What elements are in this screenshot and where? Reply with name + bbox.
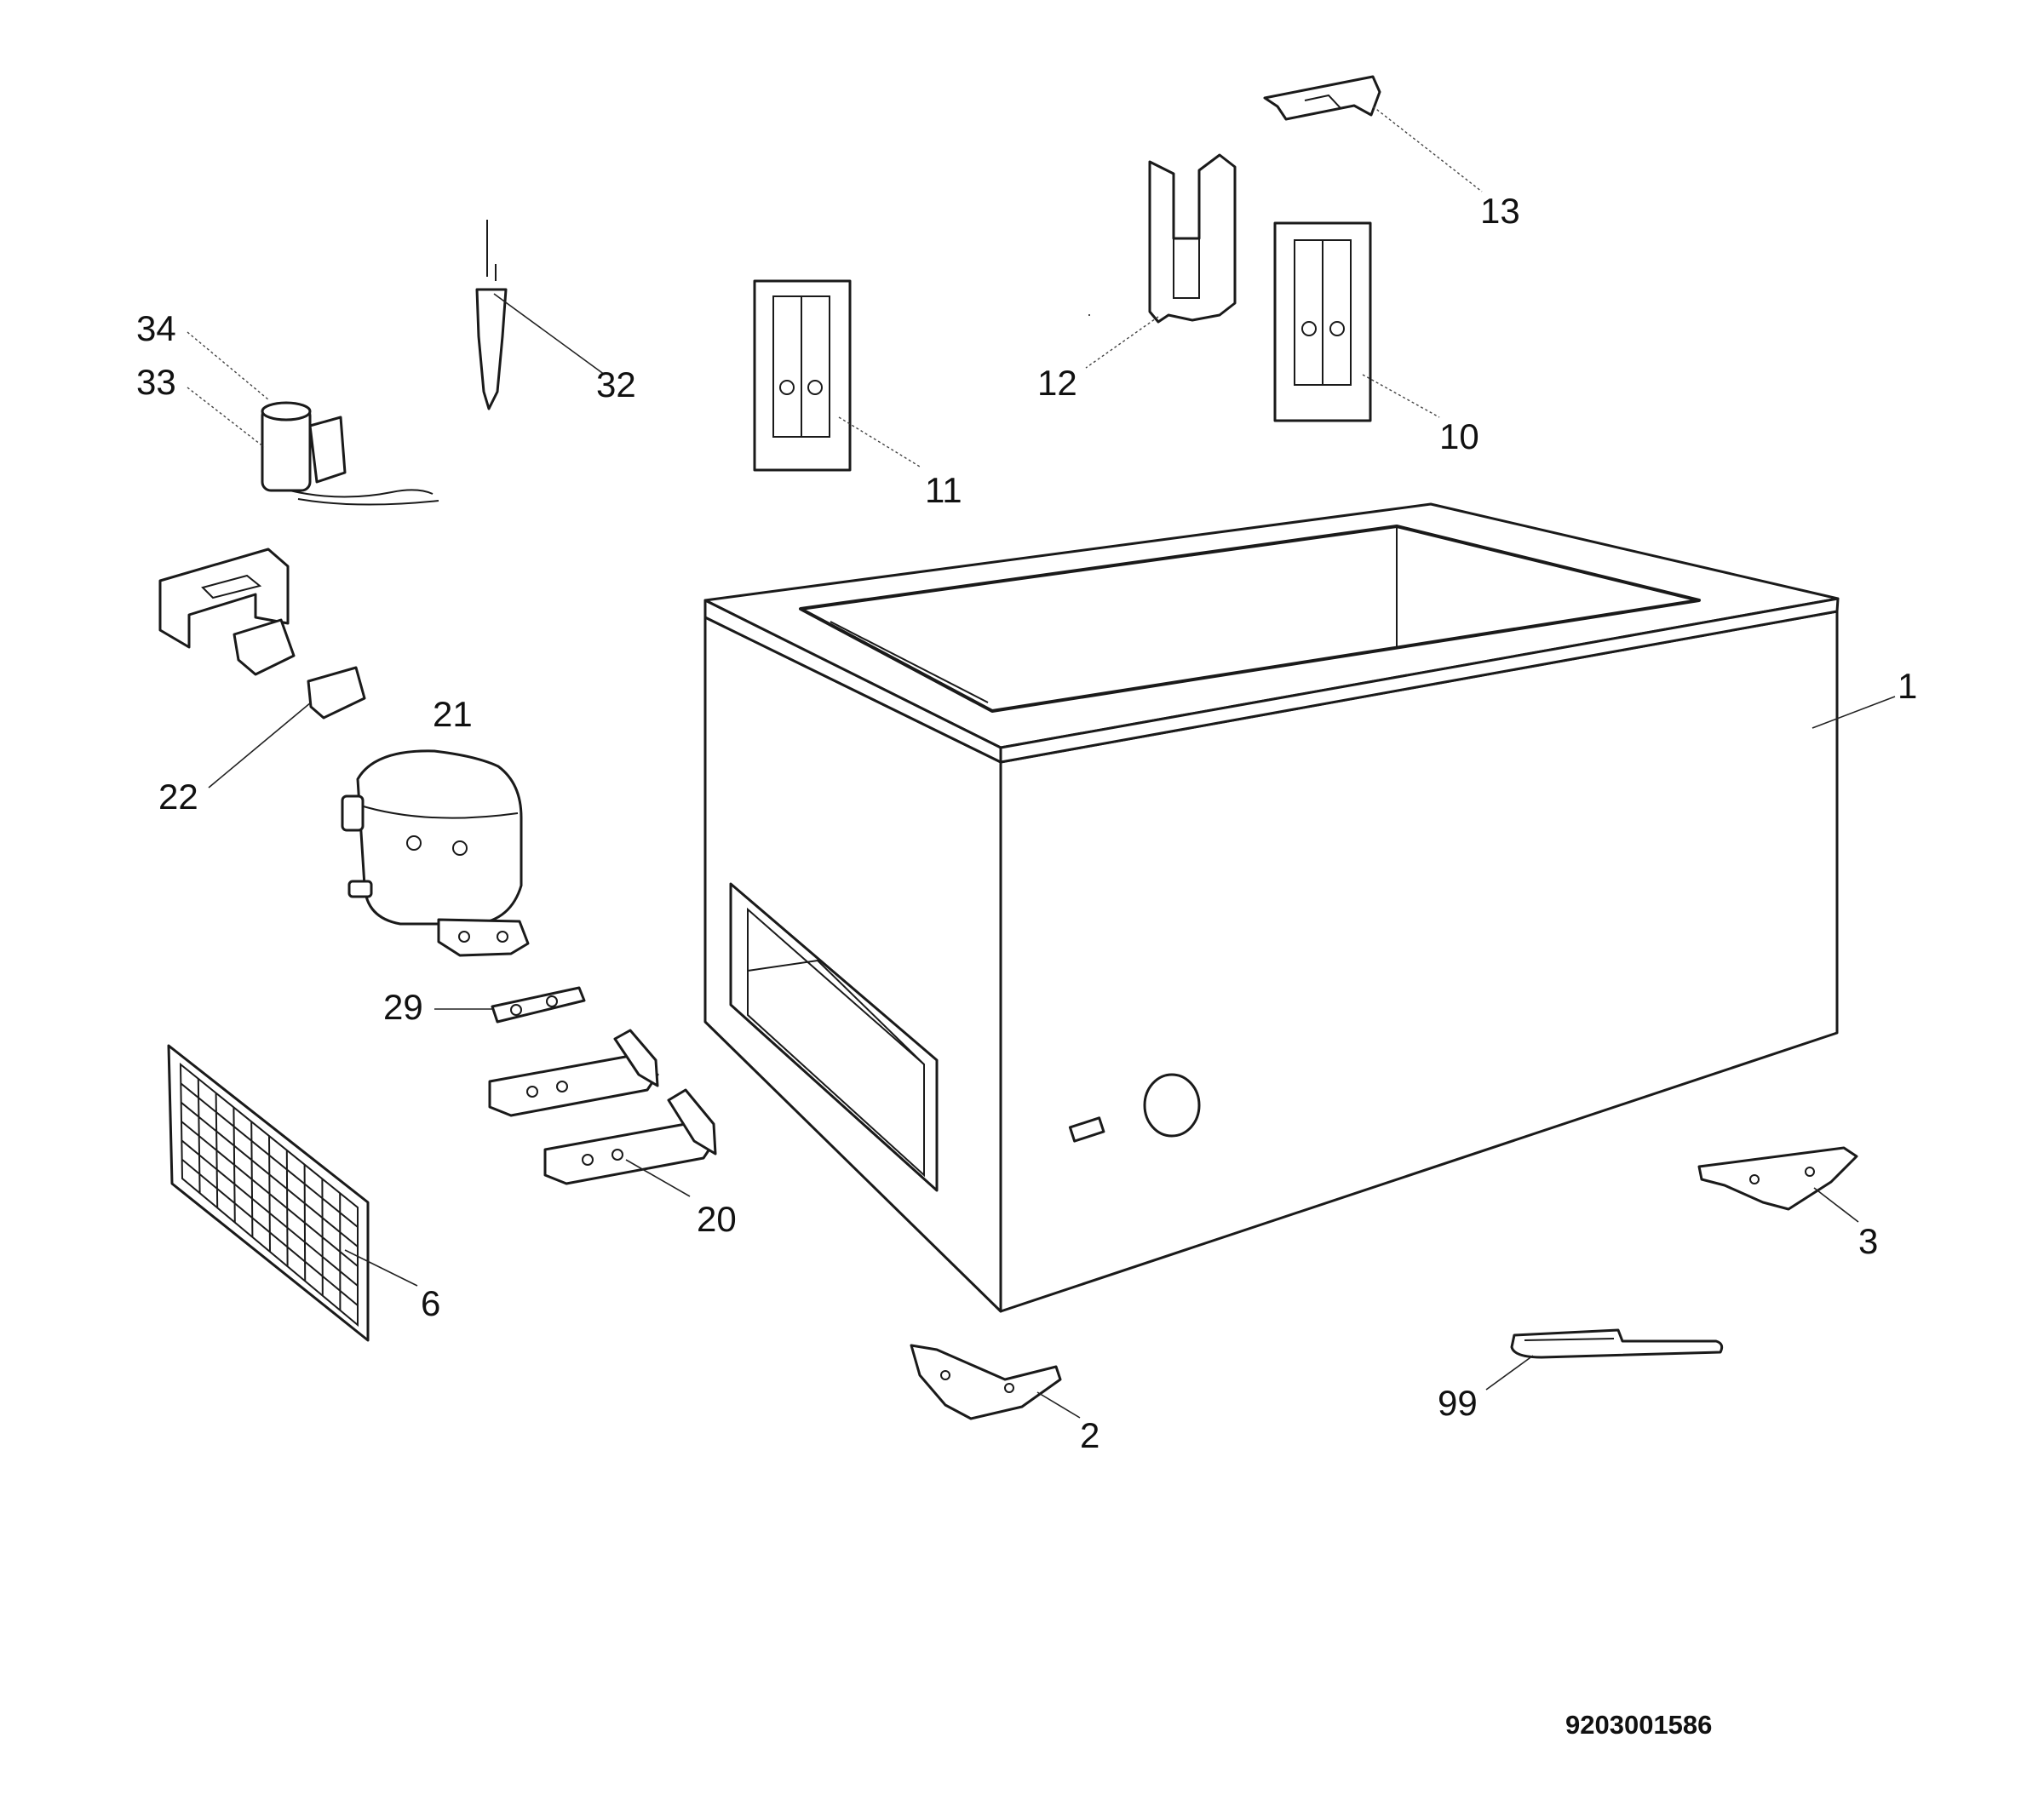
callout-20: 20	[697, 1199, 737, 1239]
callout-labels: 1 13 12 10 11 32 34 33 21 22 29 20 6 3 2…	[136, 191, 1917, 1455]
callout-2: 2	[1080, 1415, 1100, 1455]
callout-99: 99	[1438, 1383, 1478, 1423]
plate-part-29[interactable]	[491, 986, 586, 1024]
grille-rail	[181, 1101, 359, 1247]
compressor-part-21[interactable]	[341, 749, 530, 957]
callout-22: 22	[158, 777, 198, 817]
document-number: 9203001586	[1565, 1710, 1712, 1740]
channel-part-12[interactable]	[1148, 153, 1237, 324]
bracket-part-10[interactable]	[1273, 221, 1372, 422]
callout-1: 1	[1898, 666, 1917, 706]
callout-3: 3	[1858, 1221, 1878, 1261]
callout-12: 12	[1037, 363, 1077, 403]
callout-10: 10	[1439, 416, 1479, 456]
callout-29: 29	[383, 987, 423, 1027]
callout-6: 6	[421, 1283, 440, 1323]
leader-lines	[187, 106, 1896, 1419]
callout-33: 33	[136, 362, 176, 402]
key-part-99[interactable]	[1510, 1328, 1724, 1359]
foot-part-2[interactable]	[910, 1344, 1062, 1420]
grille-rail	[181, 1139, 359, 1287]
hinge-part-20[interactable]	[488, 1029, 717, 1185]
callout-21: 21	[433, 694, 473, 734]
clip-part-13[interactable]	[1263, 75, 1381, 121]
grille-rail	[181, 1158, 359, 1306]
callout-32: 32	[596, 364, 636, 404]
thermostat-part-33-34[interactable]	[261, 401, 439, 506]
foot-part-3[interactable]	[1697, 1146, 1858, 1211]
relay-cover-part-22[interactable]	[158, 548, 366, 720]
bracket-part-11[interactable]	[753, 279, 852, 472]
grille-rail	[181, 1121, 359, 1267]
probe-part-32[interactable]	[475, 220, 508, 410]
callout-11: 11	[925, 470, 962, 510]
callout-13: 13	[1480, 191, 1520, 231]
cabinet-part-1[interactable]	[703, 502, 1840, 1313]
grille-rail	[180, 1082, 359, 1228]
grille-part-6[interactable]	[167, 1044, 370, 1342]
callout-34: 34	[136, 308, 176, 348]
